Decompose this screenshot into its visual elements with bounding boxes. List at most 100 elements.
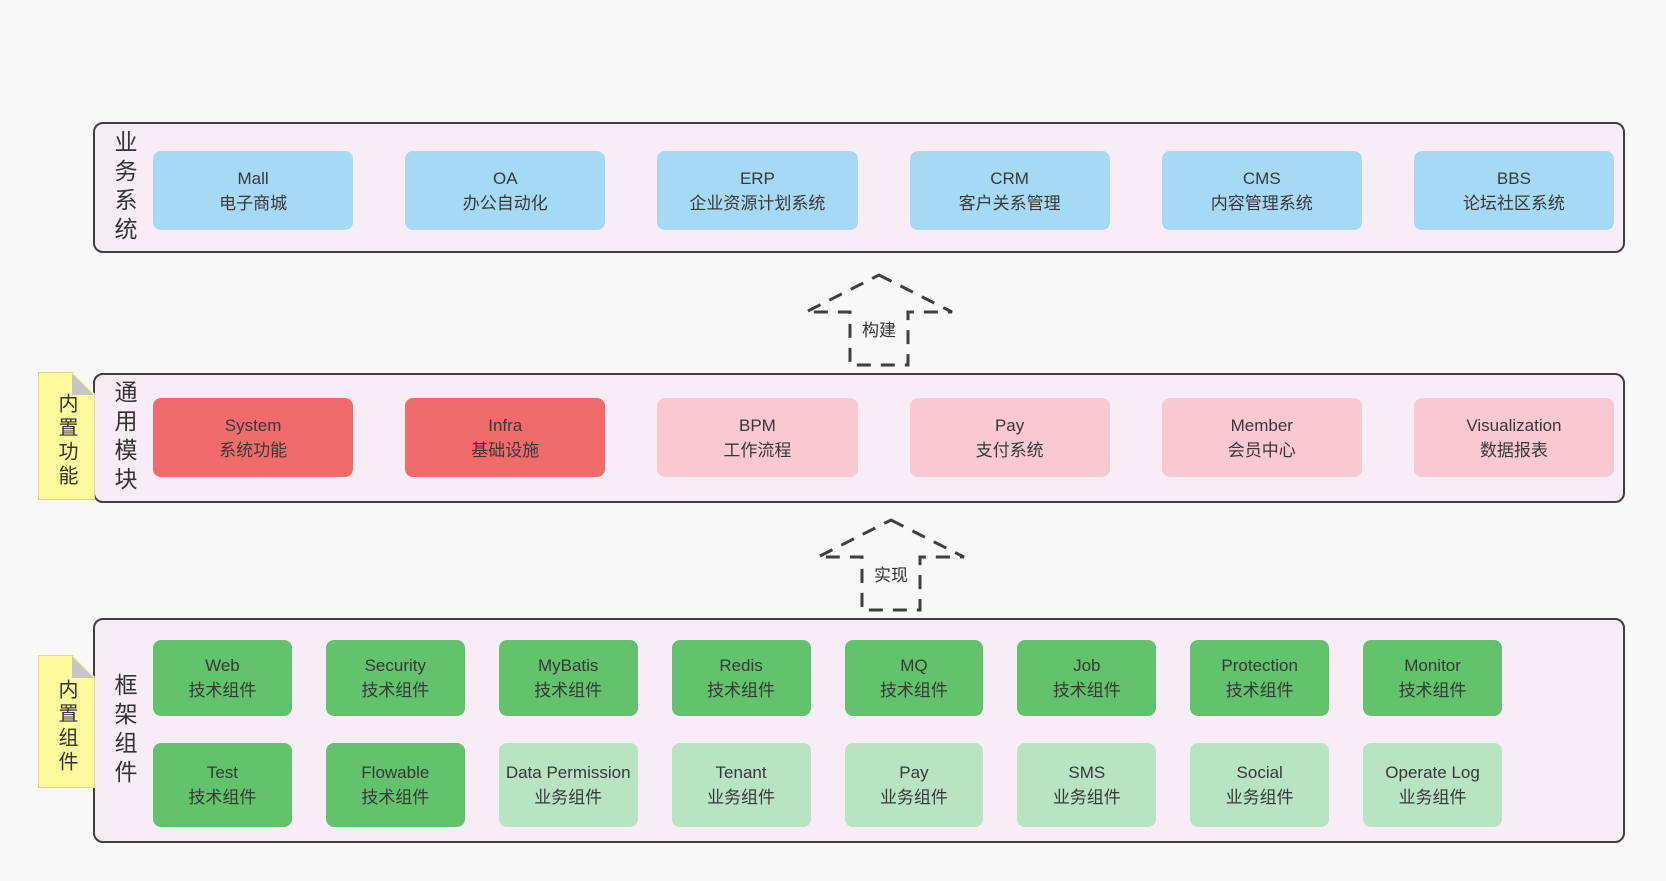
box-title: System xyxy=(224,415,282,435)
box-subtitle: 企业资源计划系统 xyxy=(689,193,826,213)
box-subtitle: 业务组件 xyxy=(879,788,948,807)
build-arrow: 构建 xyxy=(804,272,954,368)
box-subtitle: 论坛社区系统 xyxy=(1462,193,1565,213)
box-operate-log: Operate Log 业务组件 xyxy=(1363,743,1502,827)
box-security: Security 技术组件 xyxy=(325,640,465,716)
framework-components-row-1: Web 技术组件 Security 技术组件 MyBatis 技术组件 Redi… xyxy=(153,640,1502,716)
box-title: Member xyxy=(1230,415,1293,435)
built-in-functions-label: 内置功能 xyxy=(55,393,77,490)
box-web: Web 技术组件 xyxy=(153,640,292,716)
box-title: CMS xyxy=(1242,168,1281,188)
box-social: Social 业务组件 xyxy=(1190,743,1330,827)
box-tenant: Tenant 业务组件 xyxy=(671,743,811,827)
box-title: Pay xyxy=(899,763,929,782)
box-subtitle: 办公自动化 xyxy=(462,193,548,213)
box-subtitle: 支付系统 xyxy=(975,440,1044,460)
box-title: Web xyxy=(205,656,240,675)
box-redis: Redis 技术组件 xyxy=(671,640,811,716)
box-subtitle: 会员中心 xyxy=(1227,440,1296,460)
box-member: Member 会员中心 xyxy=(1161,398,1362,477)
box-title: Mall xyxy=(237,168,269,188)
box-subtitle: 技术组件 xyxy=(188,681,257,700)
box-subtitle: 技术组件 xyxy=(534,681,603,700)
box-title: BPM xyxy=(739,415,776,435)
framework-components-band: 框架组件 Web 技术组件 Security 技术组件 MyBatis 技术组件… xyxy=(93,618,1625,843)
box-bbs: BBS 论坛社区系统 xyxy=(1413,151,1615,230)
box-title: MyBatis xyxy=(537,656,599,675)
box-title: Monitor xyxy=(1404,656,1461,675)
box-title: Protection xyxy=(1221,656,1298,675)
box-job: Job 技术组件 xyxy=(1017,640,1157,716)
box-subtitle: 业务组件 xyxy=(1398,788,1467,807)
box-flowable: Flowable 技术组件 xyxy=(325,743,465,827)
box-subtitle: 业务组件 xyxy=(534,788,603,807)
box-title: ERP xyxy=(739,168,775,188)
box-subtitle: 技术组件 xyxy=(188,788,257,807)
box-mybatis: MyBatis 技术组件 xyxy=(498,640,638,716)
box-crm: CRM 客户关系管理 xyxy=(909,151,1110,230)
build-arrow-label: 构建 xyxy=(858,316,900,341)
built-in-components-label: 内置组件 xyxy=(55,678,77,775)
box-title: BBS xyxy=(1496,168,1531,188)
box-infra: Infra 基础设施 xyxy=(405,398,606,477)
business-systems-row: Mall 电子商城 OA 办公自动化 ERP 企业资源计划系统 CRM 客户关系… xyxy=(153,151,1615,230)
box-title: Infra xyxy=(488,415,523,435)
box-subtitle: 客户关系管理 xyxy=(958,193,1061,213)
box-erp: ERP 企业资源计划系统 xyxy=(657,151,858,230)
box-sms: SMS 业务组件 xyxy=(1017,743,1157,827)
box-subtitle: 技术组件 xyxy=(879,681,948,700)
box-visualization: Visualization 数据报表 xyxy=(1413,398,1615,477)
box-title: Job xyxy=(1073,656,1101,675)
box-title: Visualization xyxy=(1466,415,1562,435)
box-data-permission: Data Permission 业务组件 xyxy=(498,743,638,827)
common-modules-row: System 系统功能 Infra 基础设施 BPM 工作流程 Pay 支付系统… xyxy=(153,398,1615,477)
box-title: Tenant xyxy=(715,763,767,782)
box-bpm: BPM 工作流程 xyxy=(657,398,858,477)
band-label-common-modules: 通用模块 xyxy=(111,380,137,496)
box-title: Pay xyxy=(994,415,1025,435)
box-title: Security xyxy=(364,656,427,675)
band-label-framework-components: 框架组件 xyxy=(111,672,137,789)
box-subtitle: 技术组件 xyxy=(1052,681,1121,700)
box-pay: Pay 支付系统 xyxy=(909,398,1110,477)
business-systems-band: 业务系统 Mall 电子商城 OA 办公自动化 ERP 企业资源计划系统 CRM… xyxy=(93,122,1625,253)
box-title: OA xyxy=(492,168,518,188)
box-subtitle: 业务组件 xyxy=(1225,788,1294,807)
built-in-functions-note: 内置功能 xyxy=(38,372,95,500)
box-subtitle: 数据报表 xyxy=(1479,440,1548,460)
box-oa: OA 办公自动化 xyxy=(405,151,606,230)
box-title: CRM xyxy=(990,168,1029,188)
box-subtitle: 技术组件 xyxy=(361,788,430,807)
box-title: Test xyxy=(206,763,239,782)
box-subtitle: 业务组件 xyxy=(1052,788,1121,807)
note-fold-corner-icon xyxy=(72,656,94,678)
box-subtitle: 技术组件 xyxy=(1398,681,1467,700)
box-subtitle: 电子商城 xyxy=(219,193,288,213)
built-in-components-note: 内置组件 xyxy=(38,655,95,788)
box-subtitle: 业务组件 xyxy=(707,788,776,807)
box-subtitle: 内容管理系统 xyxy=(1210,193,1313,213)
box-system: System 系统功能 xyxy=(153,398,354,477)
note-fold-corner-icon xyxy=(72,373,94,395)
common-modules-band: 通用模块 System 系统功能 Infra 基础设施 BPM 工作流程 Pay… xyxy=(93,373,1625,503)
box-title: Social xyxy=(1236,763,1283,782)
box-monitor: Monitor 技术组件 xyxy=(1363,640,1502,716)
box-title: Flowable xyxy=(361,763,430,782)
box-mq: MQ 技术组件 xyxy=(844,640,984,716)
box-subtitle: 工作流程 xyxy=(723,440,792,460)
implement-arrow: 实现 xyxy=(816,517,966,613)
box-subtitle: 系统功能 xyxy=(219,440,288,460)
band-label-business-systems: 业务系统 xyxy=(111,129,137,246)
box-subtitle: 技术组件 xyxy=(707,681,776,700)
box-title: Data Permission xyxy=(505,763,631,782)
box-mall: Mall 电子商城 xyxy=(153,151,354,230)
box-title: Operate Log xyxy=(1385,763,1480,782)
box-subtitle: 技术组件 xyxy=(1225,681,1294,700)
box-subtitle: 基础设施 xyxy=(471,440,540,460)
box-title: Redis xyxy=(719,656,763,675)
box-title: MQ xyxy=(900,656,928,675)
box-cms: CMS 内容管理系统 xyxy=(1161,151,1362,230)
box-test: Test 技术组件 xyxy=(153,743,292,827)
box-title: SMS xyxy=(1068,763,1106,782)
